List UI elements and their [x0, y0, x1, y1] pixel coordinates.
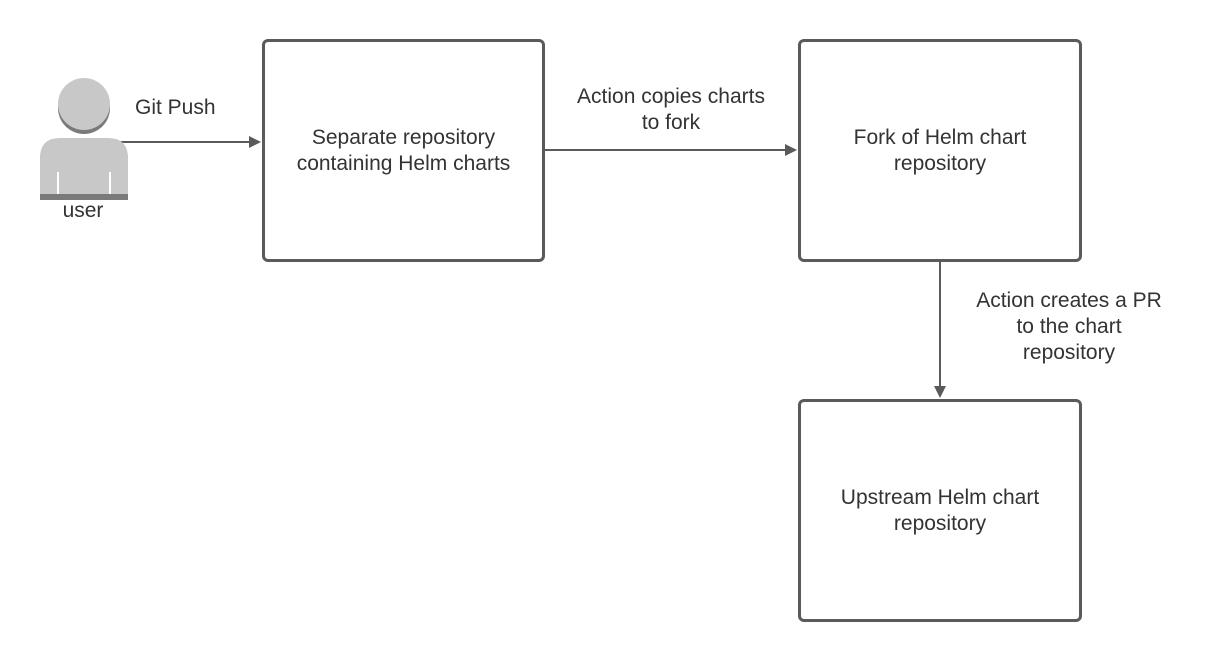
node-label: Fork of Helm chart repository: [853, 125, 1027, 175]
node-upstream-repository[interactable]: Upstream Helm chart repository: [798, 399, 1082, 622]
user-icon: [40, 78, 128, 200]
node-label: Separate repository containing Helm char…: [296, 125, 511, 175]
edge-label-copy-to-fork: Action copies charts to fork: [577, 85, 765, 134]
node-fork-repository[interactable]: Fork of Helm chart repository: [798, 39, 1082, 262]
user-label: user: [62, 199, 104, 222]
edge-label-git-push: Git Push: [135, 96, 216, 119]
edge-label-create-pr: Action creates a PR to the chart reposit…: [976, 289, 1162, 364]
node-separate-repository[interactable]: Separate repository containing Helm char…: [262, 39, 545, 262]
node-label: Upstream Helm chart repository: [840, 485, 1040, 535]
